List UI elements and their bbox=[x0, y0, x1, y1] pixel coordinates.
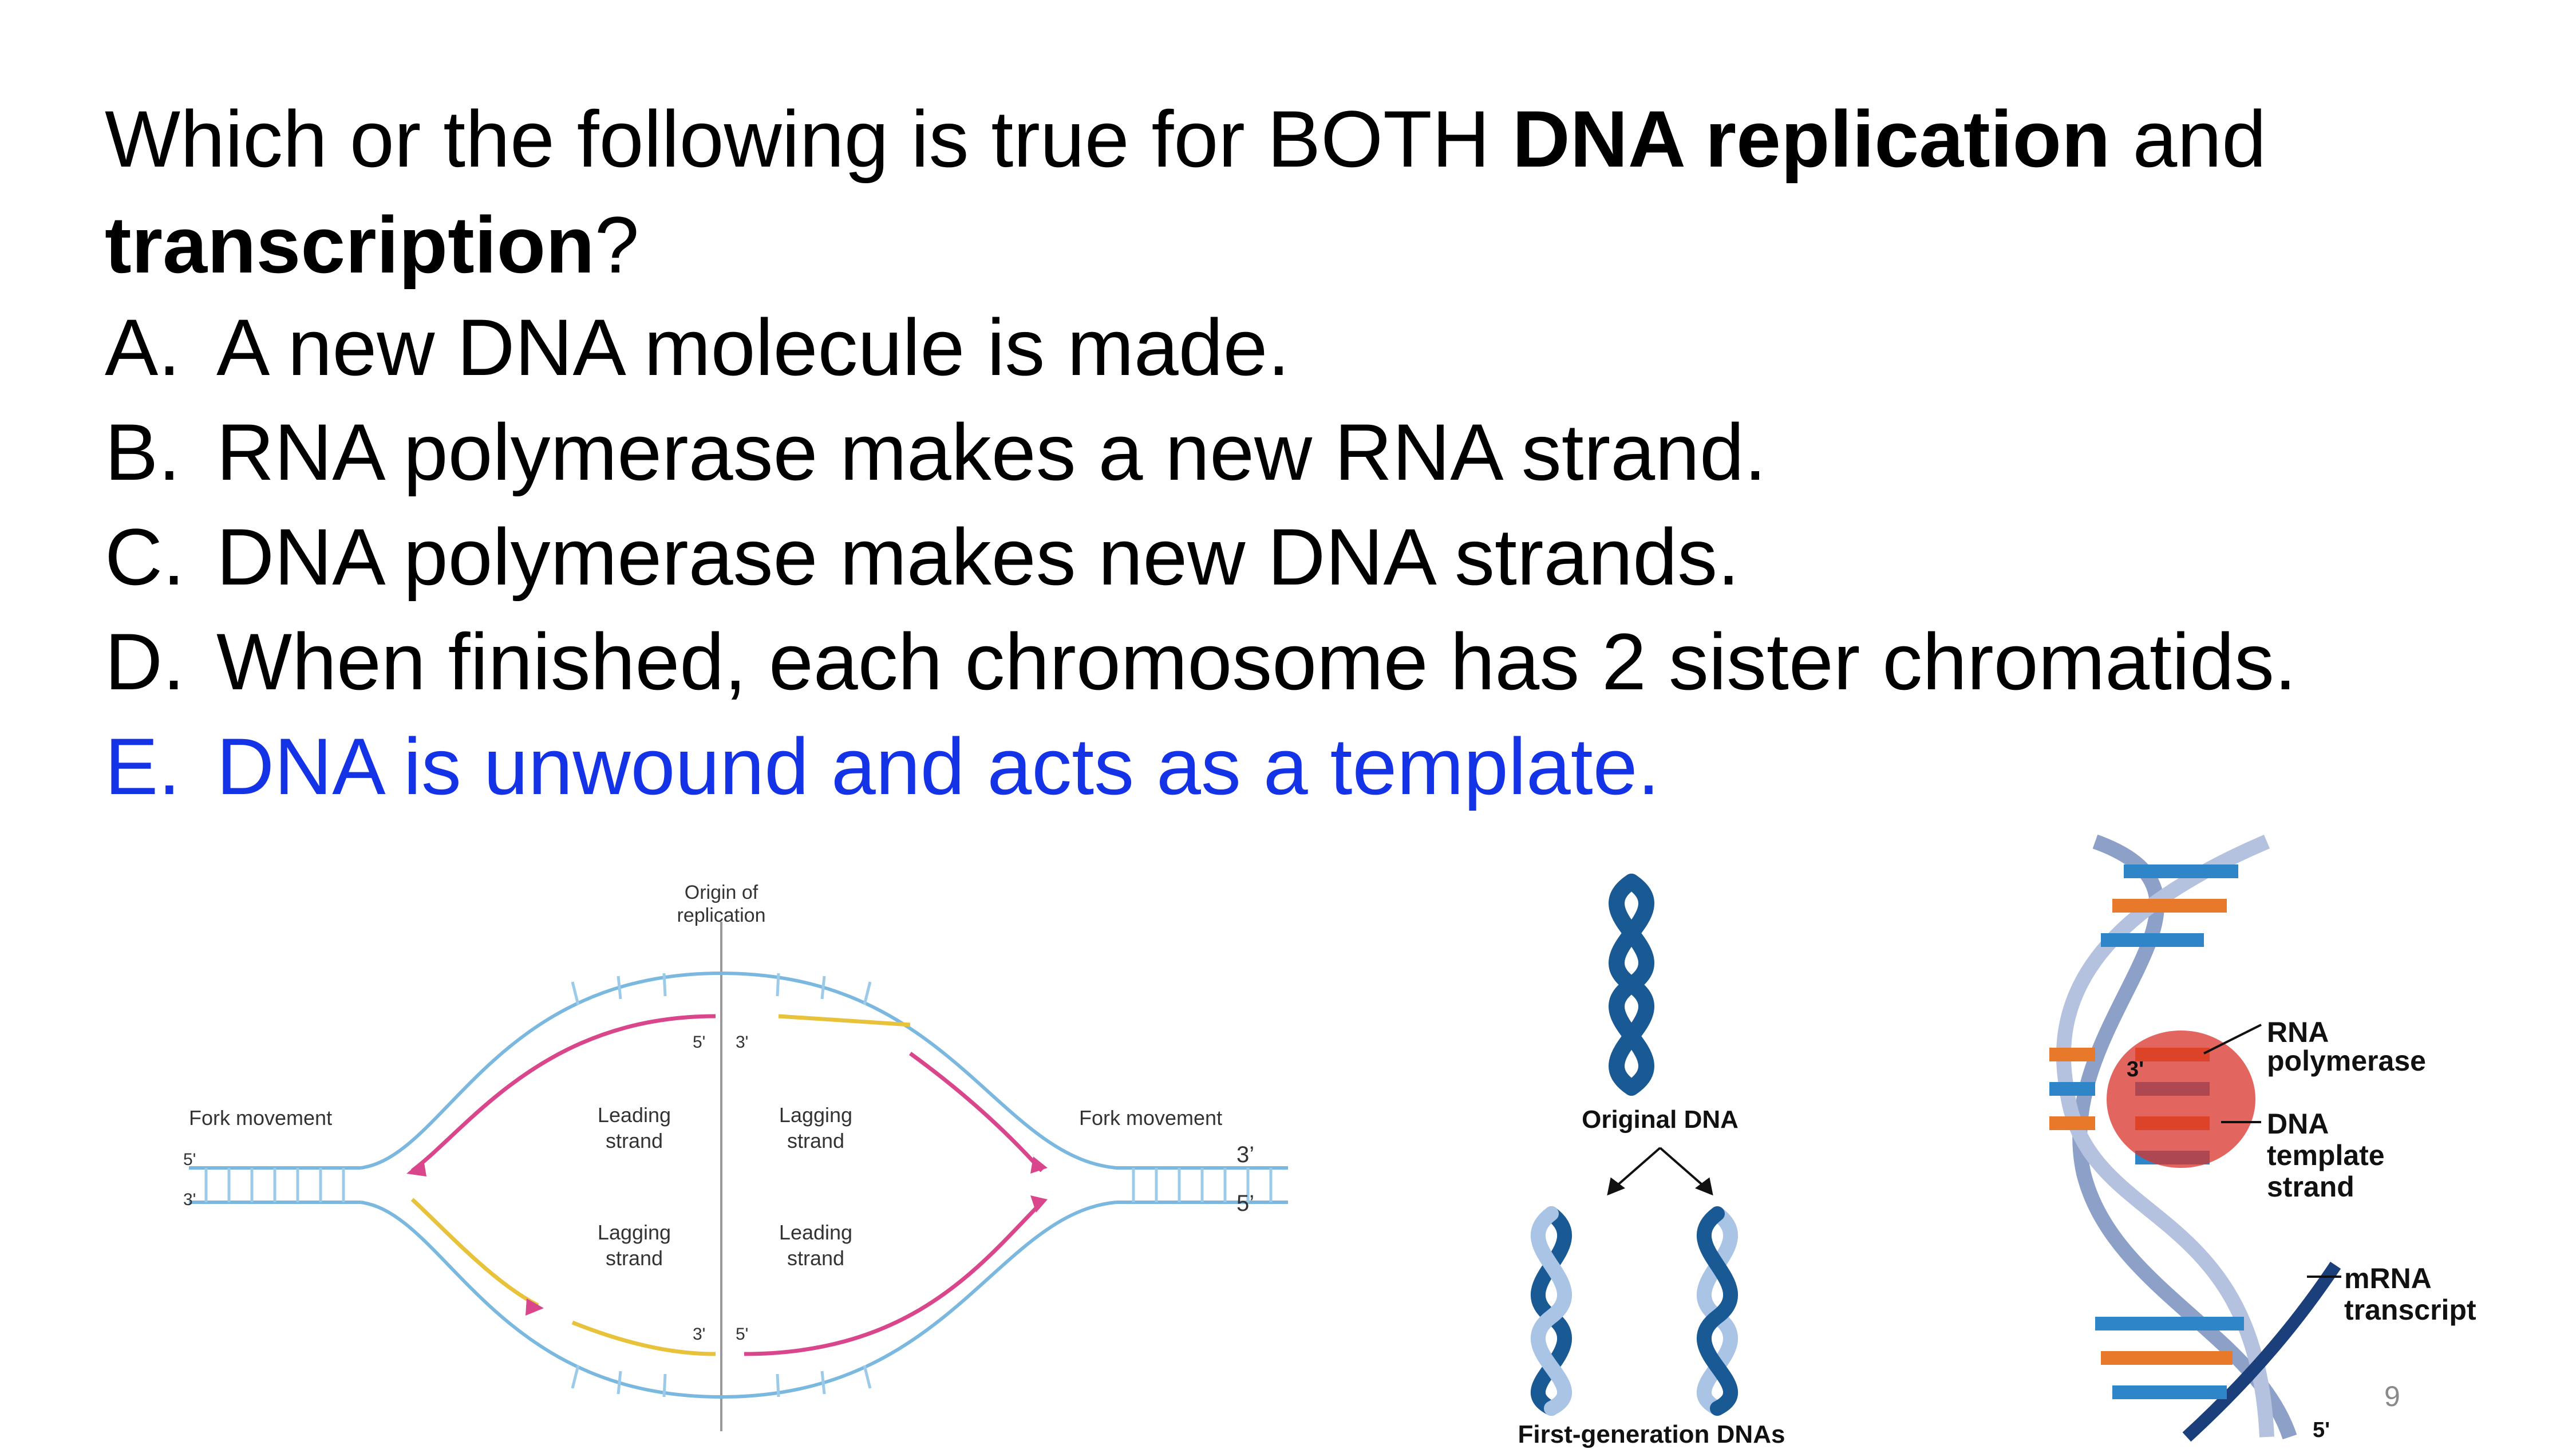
question-part: Which or the following is true for BOTH bbox=[105, 94, 1512, 184]
question-emphasis-transcription: transcription bbox=[105, 200, 595, 290]
option-letter: D. bbox=[105, 617, 185, 706]
option-d: D. When finished, each chromosome has 2 s… bbox=[105, 609, 2509, 714]
origin-label: Origin of bbox=[685, 882, 758, 903]
template-strand-label: DNA bbox=[2267, 1108, 2329, 1140]
question-part: and bbox=[2110, 94, 2267, 184]
fork-movement-right-label: Fork movement bbox=[1079, 1106, 1222, 1130]
origin-label: replication bbox=[677, 905, 766, 926]
end-label: 5' bbox=[693, 1033, 705, 1052]
question-part: ? bbox=[594, 200, 639, 290]
option-text: DNA polymerase makes new DNA strands. bbox=[216, 512, 1740, 602]
slide-number: 9 bbox=[2384, 1380, 2400, 1412]
original-helix bbox=[1609, 874, 1654, 1096]
option-a: A. A new DNA molecule is made. bbox=[105, 295, 2509, 400]
lagging-strand-label: Lagging bbox=[779, 1103, 852, 1127]
option-c: C. DNA polymerase makes new DNA strands. bbox=[105, 504, 2509, 609]
strand-arrowheads bbox=[406, 1156, 1048, 1316]
original-dna-label: Original DNA bbox=[1582, 1105, 1739, 1134]
end-label: 5' bbox=[183, 1150, 196, 1169]
template-strand-label: template bbox=[2267, 1139, 2385, 1171]
semiconservative-diagram: Original DNA First-generation DNAs bbox=[1518, 874, 1785, 1448]
end-label: 3' bbox=[736, 1033, 748, 1052]
question-text: Which or the following is true for BOTH … bbox=[105, 86, 2452, 298]
option-letter: A. bbox=[105, 302, 181, 392]
base-pair-rungs bbox=[204, 973, 1273, 1397]
fork-movement-left-label: Fork movement bbox=[189, 1106, 332, 1130]
lagging-strand-label: strand bbox=[606, 1246, 663, 1270]
split-arrows bbox=[1607, 1147, 1713, 1196]
option-letter: B. bbox=[105, 407, 181, 497]
answer-options: A. A new DNA molecule is made. B. RNA poly… bbox=[105, 295, 2509, 819]
leading-strand-label: Leading bbox=[598, 1103, 671, 1127]
option-b: B. RNA polymerase makes a new RNA strand. bbox=[105, 400, 2509, 504]
leading-strand-label: Leading bbox=[779, 1221, 852, 1244]
end-label-3prime: 3’ bbox=[1236, 1142, 1254, 1167]
mrna-transcript-label: transcript bbox=[2344, 1294, 2476, 1326]
rna-polymerase-label: RNA bbox=[2267, 1016, 2329, 1048]
leading-strand-label: strand bbox=[606, 1129, 663, 1152]
option-letter: E. bbox=[105, 721, 181, 811]
end-label-5prime: 5' bbox=[2313, 1418, 2330, 1442]
rna-polymerase-label: polymerase bbox=[2267, 1045, 2426, 1077]
leading-strand-label: strand bbox=[787, 1246, 844, 1270]
template-strand-label: strand bbox=[2267, 1171, 2354, 1203]
lagging-strand-label: strand bbox=[787, 1129, 844, 1152]
lagging-strand-label: Lagging bbox=[598, 1221, 671, 1244]
replication-bubble-diagram: Origin of replication Fork movement Fork… bbox=[183, 882, 1288, 1431]
question-emphasis-replication: DNA replication bbox=[1512, 94, 2111, 184]
option-text: When finished, each chromosome has 2 sis… bbox=[216, 617, 2297, 706]
first-generation-helices bbox=[1530, 1206, 1739, 1416]
option-text: A new DNA molecule is made. bbox=[216, 302, 1290, 392]
first-generation-label: First-generation DNAs bbox=[1518, 1420, 1785, 1448]
end-label-5prime: 5’ bbox=[1236, 1191, 1254, 1216]
end-label: 5' bbox=[736, 1325, 748, 1344]
option-text: DNA is unwound and acts as a template. bbox=[216, 721, 1660, 811]
rna-polymerase-blob bbox=[2107, 1031, 2255, 1168]
callout-lines bbox=[2203, 1024, 2341, 1278]
mrna-transcript-label: mRNA bbox=[2344, 1262, 2432, 1294]
end-label: 3' bbox=[693, 1325, 705, 1344]
option-text: RNA polymerase makes a new RNA strand. bbox=[216, 407, 1767, 497]
end-label-3prime: 3' bbox=[2127, 1057, 2144, 1081]
transcription-diagram: RNA polymerase DNA template strand mRNA … bbox=[2049, 834, 2476, 1442]
option-letter: C. bbox=[105, 512, 185, 602]
end-label: 3' bbox=[183, 1190, 196, 1209]
new-strands bbox=[410, 1014, 1044, 1356]
option-e-correct: E. DNA is unwound and acts as a template. bbox=[105, 714, 2509, 819]
